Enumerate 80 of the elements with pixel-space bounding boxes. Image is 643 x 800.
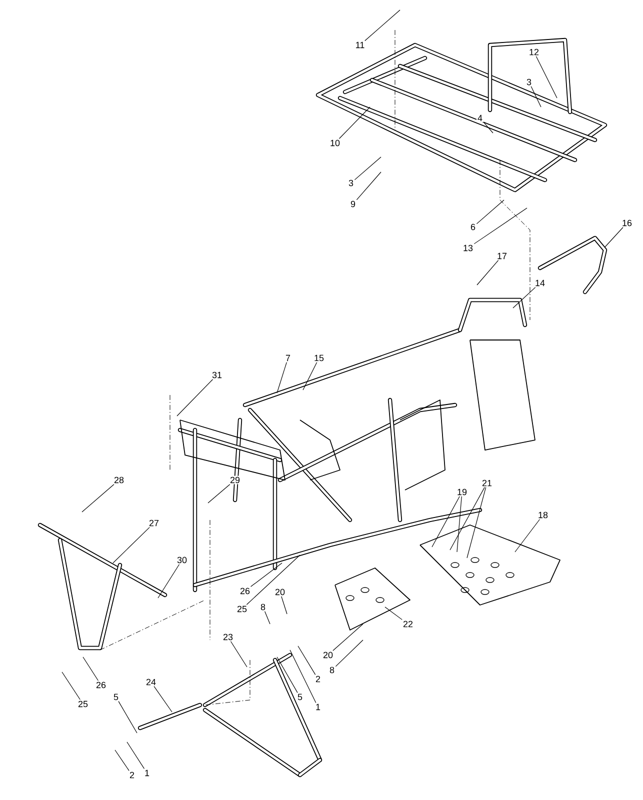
leader-line bbox=[290, 650, 316, 704]
leader-line bbox=[114, 750, 130, 771]
callout-number: 15 bbox=[313, 354, 325, 362]
leader-line bbox=[118, 701, 138, 734]
leader-line bbox=[530, 86, 542, 108]
callout-number: 8 bbox=[260, 602, 266, 612]
leader-line bbox=[474, 208, 528, 244]
callout-number: 18 bbox=[537, 510, 549, 520]
callout-number: 24 bbox=[145, 678, 157, 686]
callout-number: 3 bbox=[348, 178, 354, 188]
callout-number: 10 bbox=[329, 138, 341, 148]
leader-line bbox=[354, 156, 382, 180]
leader-line bbox=[154, 686, 172, 712]
leader-line bbox=[483, 122, 494, 134]
leader-line bbox=[450, 487, 485, 550]
callout-number: 31 bbox=[211, 370, 223, 380]
callout-number: 14 bbox=[534, 278, 546, 288]
callout-number: 7 bbox=[284, 354, 292, 362]
leader-line bbox=[276, 656, 298, 693]
callout-number: 27 bbox=[148, 518, 160, 528]
callout-number: 4 bbox=[476, 114, 484, 122]
callout-number: 16 bbox=[621, 218, 633, 228]
leader-line bbox=[112, 527, 150, 564]
callout-number: 20 bbox=[274, 588, 286, 596]
callout-number: 26 bbox=[239, 586, 251, 596]
callout-number: 22 bbox=[402, 620, 414, 628]
leader-line bbox=[338, 106, 370, 139]
callout-number: 30 bbox=[176, 556, 188, 564]
callout-number: 26 bbox=[95, 680, 107, 690]
leader-line bbox=[476, 260, 499, 286]
leader-line bbox=[158, 564, 180, 598]
leader-line bbox=[356, 172, 382, 200]
leader-line bbox=[298, 646, 316, 675]
leader-line bbox=[335, 640, 364, 667]
leader-line bbox=[230, 641, 248, 668]
leader-line bbox=[332, 624, 364, 651]
leader-line bbox=[512, 286, 536, 308]
leader-line bbox=[514, 519, 540, 552]
callout-number: 28 bbox=[113, 476, 125, 484]
callout-number: 19 bbox=[456, 488, 468, 496]
leader-line bbox=[82, 484, 114, 512]
callout-number: 13 bbox=[462, 244, 474, 252]
callout-number: 21 bbox=[481, 478, 493, 488]
callout-number: 25 bbox=[77, 700, 89, 708]
leader-line bbox=[176, 379, 214, 416]
leader-line bbox=[208, 484, 230, 504]
callout-number: 11 bbox=[354, 40, 366, 50]
callout-number: 20 bbox=[322, 650, 334, 660]
leader-line bbox=[364, 10, 400, 42]
callout-number: 17 bbox=[496, 252, 508, 260]
leader-line bbox=[302, 362, 318, 390]
leader-line bbox=[276, 362, 287, 394]
callout-number: 23 bbox=[222, 632, 234, 642]
callout-number: 2 bbox=[314, 674, 322, 684]
leader-line bbox=[246, 554, 300, 605]
leader-line bbox=[62, 672, 80, 700]
callout-number: 1 bbox=[314, 702, 322, 712]
callout-number: 25 bbox=[236, 604, 248, 614]
callout-number: 5 bbox=[112, 692, 120, 702]
callout-number: 3 bbox=[526, 78, 532, 86]
leader-line bbox=[264, 611, 270, 624]
leader-line bbox=[456, 496, 462, 552]
leader-line bbox=[432, 496, 460, 548]
callout-number: 1 bbox=[144, 768, 150, 778]
callout-number: 6 bbox=[470, 222, 476, 232]
callout-number: 2 bbox=[128, 770, 136, 780]
leader-line bbox=[536, 56, 558, 98]
callout-number: 9 bbox=[350, 200, 356, 208]
leader-line bbox=[250, 562, 282, 587]
leader-line bbox=[476, 200, 504, 224]
callout-number: 8 bbox=[328, 666, 336, 674]
leader-line bbox=[466, 487, 486, 558]
leader-line bbox=[82, 656, 98, 681]
callout-number: 5 bbox=[296, 692, 304, 702]
leader-line bbox=[126, 742, 145, 770]
leader-line bbox=[384, 606, 402, 620]
leader-line bbox=[281, 596, 288, 614]
callout-number: 12 bbox=[528, 48, 540, 56]
callout-number: 29 bbox=[229, 476, 241, 484]
leader-line bbox=[604, 227, 624, 248]
